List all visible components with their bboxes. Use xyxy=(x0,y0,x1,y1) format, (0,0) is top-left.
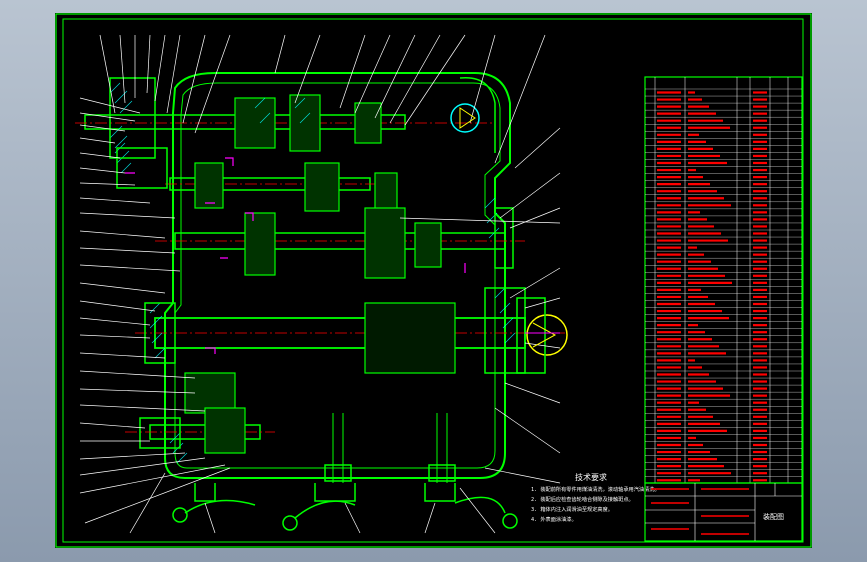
drawing-sheet: 技术要求 1. 装配前所有零件用煤油清洗，滚动轴承用汽油清洗。 2. 装配后应检… xyxy=(55,13,812,548)
sheet-border xyxy=(55,13,812,548)
parts-list-table xyxy=(644,76,803,484)
detail-marks xyxy=(459,107,560,348)
technical-notes: 技术要求 1. 装配前所有零件用煤油清洗，滚动轴承用汽油清洗。 2. 装配后应检… xyxy=(531,472,660,523)
bearing-caps xyxy=(109,77,568,449)
assembly-drawing: 技术要求 1. 装配前所有零件用煤油清洗，滚动轴承用汽油清洗。 2. 装配后应检… xyxy=(55,13,812,548)
gearbox-housing xyxy=(164,72,511,479)
title-block: 装配图 xyxy=(644,482,803,542)
magenta-accents xyxy=(125,157,466,354)
feet-hooks xyxy=(172,413,518,531)
leader-lines xyxy=(79,34,561,534)
note-line-4: 4. 外表面涂油漆。 xyxy=(531,515,577,523)
title-block-name: 装配图 xyxy=(763,512,784,521)
note-line-1: 1. 装配前所有零件用煤油清洗，滚动轴承用汽油清洗。 xyxy=(531,485,660,493)
note-line-2: 2. 装配后应检查齿轮啮合侧隙及接触斑点。 xyxy=(531,495,634,503)
drawing-frame xyxy=(62,18,804,543)
note-line-3: 3. 箱体内注入润滑油至规定高度。 xyxy=(531,505,613,513)
notes-title: 技术要求 xyxy=(575,472,607,482)
gear-group xyxy=(184,94,456,454)
